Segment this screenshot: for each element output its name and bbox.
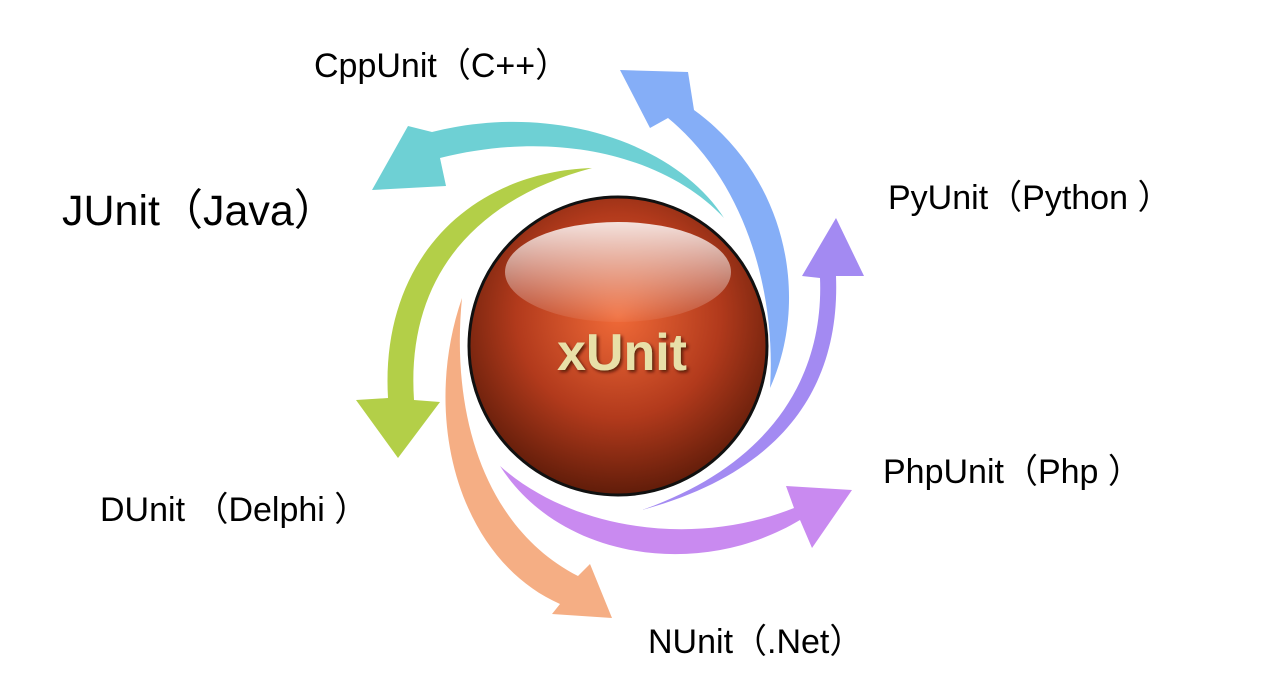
arrow-cppunit: [620, 70, 790, 388]
arrow-dunit: [356, 168, 592, 458]
label-nunit: NUnit（.Net）: [648, 623, 864, 661]
arrow-junit: [372, 121, 724, 218]
label-dunit: DUnit （Delphi ）: [100, 491, 369, 529]
label-cppunit: CppUnit（C++）: [314, 47, 570, 85]
label-phpunit: PhpUnit（Php ）: [883, 453, 1142, 491]
label-pyunit: PyUnit（Python ）: [888, 179, 1172, 217]
arrow-nunit: [445, 298, 612, 618]
sphere-gloss: [505, 222, 731, 322]
label-junit: JUnit（Java）: [62, 187, 337, 235]
arrow-phpunit: [500, 466, 852, 555]
center-label: xUnit: [557, 324, 687, 382]
arrow-pyunit: [642, 218, 864, 510]
